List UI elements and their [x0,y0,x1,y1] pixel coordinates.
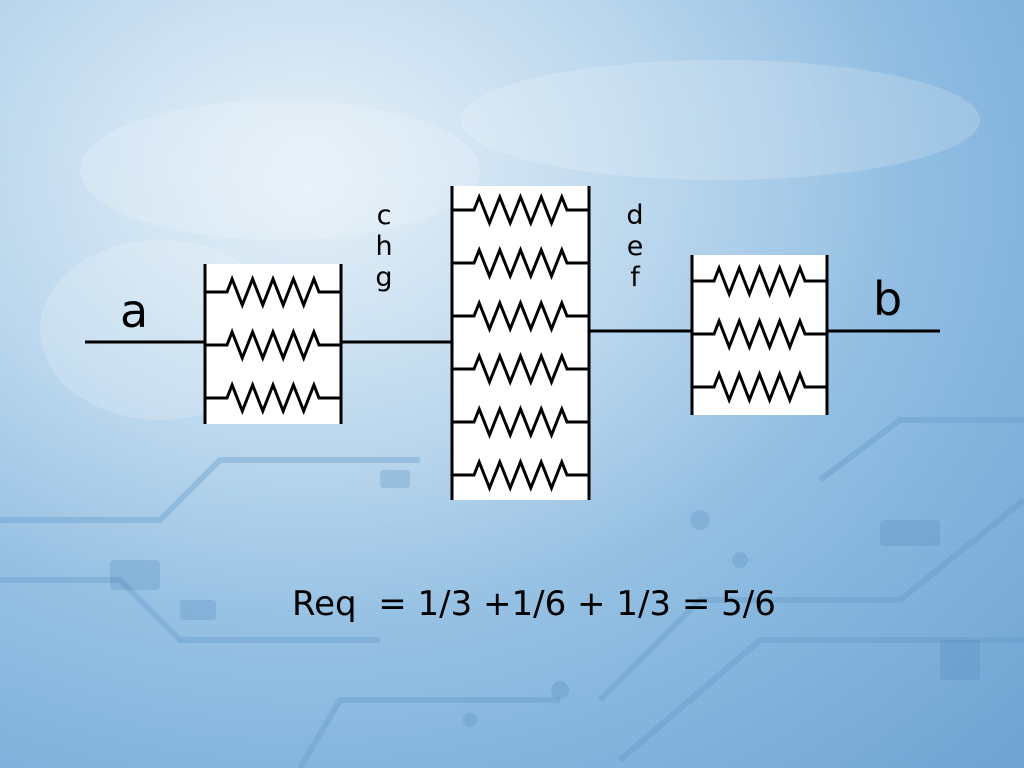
resistor-zigzag-left-1 [205,274,341,310]
parallel-group-middle [450,186,591,500]
resistor-zigzag-right-3 [692,369,827,405]
junction-letter-h: h [375,231,393,262]
resistor-zigzag-middle-3 [452,298,589,334]
node-a-label: a [120,284,149,338]
parallel-group-right [690,255,829,415]
junction-letter-g: g [375,262,393,293]
junction-letter-d: d [626,200,644,231]
junction-letter-f: f [630,262,640,293]
node-b-label: b [873,272,903,326]
resistor-zigzag-middle-2 [452,245,589,281]
resistor-zigzag-right-2 [692,316,827,352]
resistor-zigzag-middle-6 [452,457,589,493]
resistor-zigzag-right-1 [692,263,827,299]
resistor-zigzag-left-2 [205,327,341,363]
resistor-zigzag-left-3 [205,380,341,416]
junction-letter-c: c [376,200,392,231]
junction-letter-e: e [626,231,644,262]
resistor-zigzag-middle-5 [452,404,589,440]
resistor-zigzag-middle-1 [452,192,589,228]
equivalent-resistance-equation: Req = 1/3 +1/6 + 1/3 = 5/6 [292,584,776,624]
parallel-group-left [203,264,343,424]
left-junction-labels: c h g [369,200,399,293]
resistor-zigzag-middle-4 [452,351,589,387]
right-junction-labels: d e f [620,200,650,293]
